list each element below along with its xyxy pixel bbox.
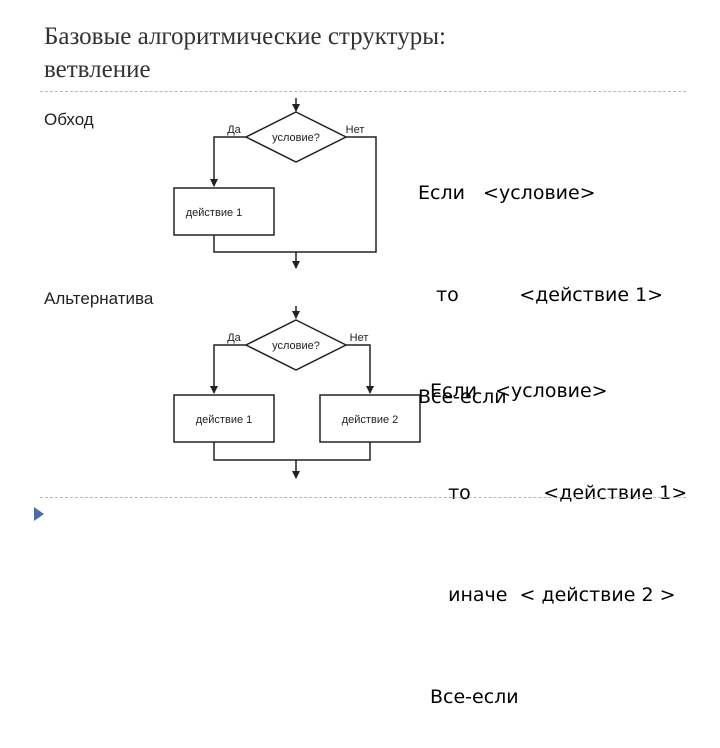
pseudocode-line: Если <условие>	[418, 182, 596, 204]
fc1-no-line	[296, 136, 377, 253]
section-label-alternative: Альтернатива	[44, 289, 154, 308]
fc1-condition-text: условие?	[272, 132, 320, 144]
pseudocode-alternative: Если <условие> то <действие 1> иначе < д…	[430, 306, 687, 748]
title-line-1: Базовые алгоритмические структуры:	[44, 23, 446, 50]
flowcharts: условие? Да Нет действие 1 условие? Да Н…	[173, 98, 421, 479]
fc2-yes-label: Да	[227, 332, 241, 344]
fc1-action-text: действие 1	[186, 207, 243, 219]
fc2-no-label: Нет	[350, 332, 369, 344]
pseudocode-line: то <действие 1>	[418, 284, 664, 306]
fc1-yes-label: Да	[227, 124, 241, 136]
pseudocode-line: Если <условие>	[430, 380, 608, 402]
fc2-no-line	[346, 344, 374, 394]
fc1-yes-join	[213, 235, 296, 253]
title-divider	[40, 91, 686, 92]
fc2-action2-box	[319, 394, 421, 443]
fc2-condition-text: условие?	[272, 340, 320, 352]
slide-title: Базовые алгоритмические структуры: ветвл…	[44, 20, 684, 86]
fc2-yes-line	[210, 344, 246, 394]
fc1-action-box	[173, 187, 275, 236]
pseudocode-line: Все-если	[430, 686, 519, 708]
footer-divider	[40, 497, 686, 498]
fc2-action2-text: действие 2	[342, 414, 399, 426]
fc2-join-line	[213, 442, 371, 461]
title-line-2: ветвление	[44, 56, 151, 83]
fc2-action1-text: действие 1	[196, 414, 253, 426]
fc1-no-label: Нет	[346, 124, 365, 136]
pseudocode-line: иначе < действие 2 >	[430, 584, 676, 606]
pseudocode-bypass: Если <условие> то <действие 1> Все-если	[418, 108, 663, 448]
fc1-yes-line	[210, 136, 246, 187]
flowchart-bypass: условие? Да Нет действие 1	[173, 98, 377, 269]
fc1-condition-diamond	[244, 111, 348, 163]
pseudocode-line: Все-если	[418, 386, 507, 408]
flowchart-alternative: условие? Да Нет действие 1 действие 2	[173, 306, 421, 479]
section-label-bypass: Обход	[44, 110, 94, 129]
fc2-action1-box	[173, 394, 275, 443]
fc2-condition-diamond	[244, 319, 348, 371]
pseudocode-line: то <действие 1>	[430, 482, 688, 504]
play-arrow-icon[interactable]	[32, 506, 46, 522]
